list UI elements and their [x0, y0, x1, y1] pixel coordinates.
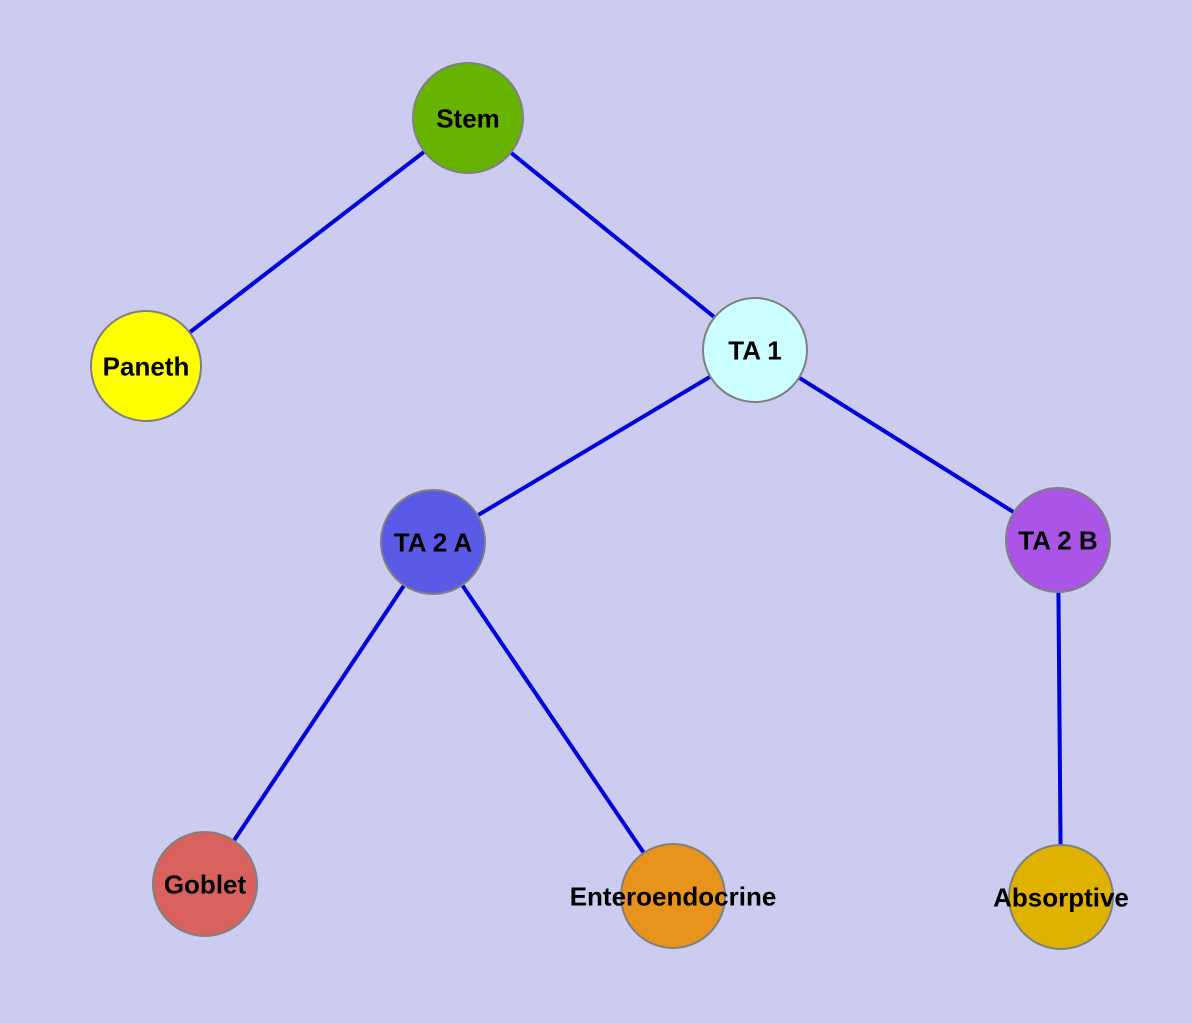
node-ta-1[interactable]: TA 1: [702, 297, 808, 403]
stem-circle[interactable]: [412, 62, 524, 174]
ta-2-b-circle[interactable]: [1005, 487, 1111, 593]
edge-ta-1-ta-2-a[interactable]: [431, 348, 757, 544]
node-goblet[interactable]: Goblet: [152, 831, 258, 937]
goblet-circle[interactable]: [152, 831, 258, 937]
absorptive-circle[interactable]: [1008, 844, 1114, 950]
ta-1-circle[interactable]: [702, 297, 808, 403]
node-ta-2-a[interactable]: TA 2 A: [380, 489, 486, 595]
edge-ta-2-a-goblet[interactable]: [203, 540, 435, 886]
edge-ta-2-a-enteroendocrine[interactable]: [431, 540, 675, 898]
enteroendocrine-circle[interactable]: [620, 843, 726, 949]
edge-ta-1-ta-2-b[interactable]: [753, 348, 1060, 542]
node-stem[interactable]: Stem: [412, 62, 524, 174]
node-paneth[interactable]: Paneth: [90, 310, 202, 422]
paneth-circle[interactable]: [90, 310, 202, 422]
edges-layer: [144, 116, 1063, 899]
edge-ta-2-b-absorptive[interactable]: [1056, 538, 1063, 899]
node-ta-2-b[interactable]: TA 2 B: [1005, 487, 1111, 593]
edge-stem-paneth[interactable]: [144, 116, 470, 368]
ta-2-a-circle[interactable]: [380, 489, 486, 595]
edge-stem-ta-1[interactable]: [466, 116, 757, 352]
